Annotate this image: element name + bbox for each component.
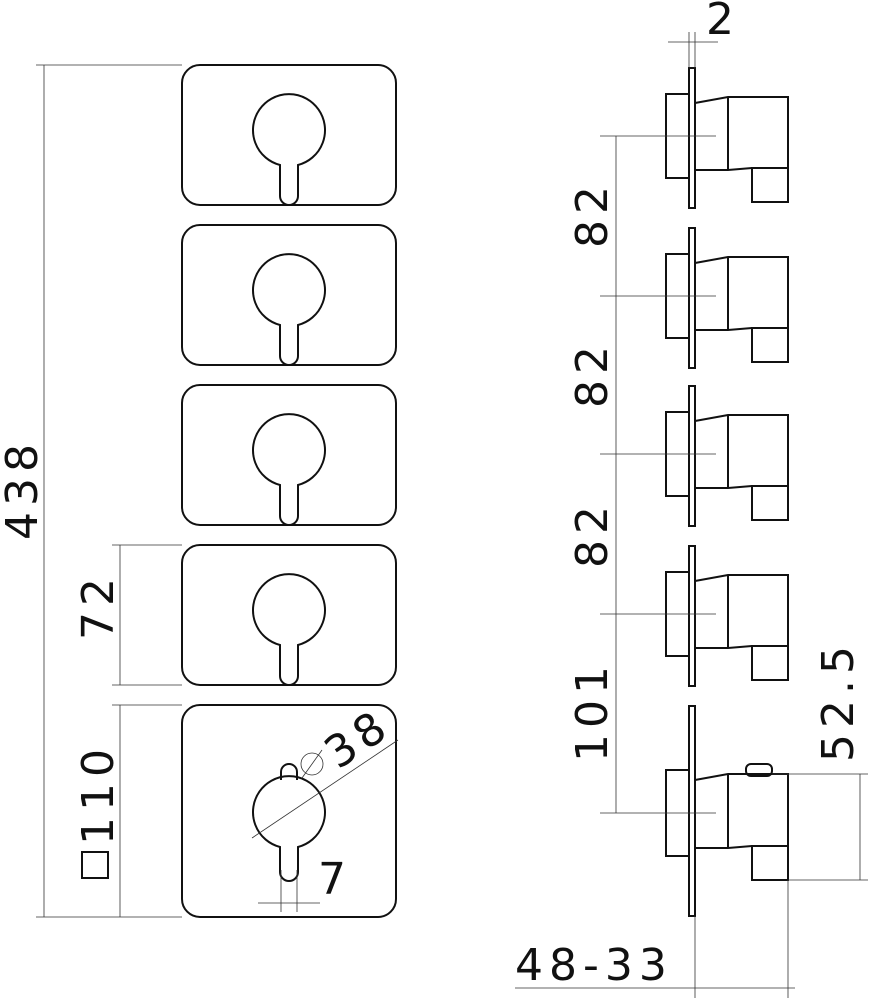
dim-square-plate: 110 (73, 743, 124, 845)
dim-depth-lines (515, 880, 795, 998)
dim-offset: 52.5 (813, 640, 864, 762)
dim-plate-thickness: 2 (706, 0, 740, 45)
dim-plate-height-lines (112, 544, 182, 686)
front-plate-2 (181, 224, 397, 366)
dim-overall-height-lines (36, 64, 182, 918)
dim-spacing-4: 101 (567, 660, 618, 762)
dim-square-plate-lines (112, 704, 182, 917)
side-valve-3 (600, 385, 789, 527)
dim-knob-diameter-lines (251, 739, 399, 839)
front-plate-1 (181, 64, 397, 206)
side-valve-4 (600, 545, 789, 687)
side-valve-1 (600, 67, 789, 209)
dim-offset-lines (772, 773, 868, 881)
dim-depth-range: 48-33 (515, 940, 673, 991)
dim-spacing-1: 82 (567, 180, 618, 248)
square-symbol (81, 851, 109, 879)
side-valve-2 (600, 227, 789, 369)
dim-plate-height: 72 (73, 572, 124, 640)
dim-knob-diameter: 38 (316, 699, 401, 779)
dim-spacing-2: 82 (567, 340, 618, 408)
front-plate-4 (181, 544, 397, 686)
side-valve-5 (600, 705, 789, 917)
dim-lever-width: 7 (318, 854, 352, 905)
dim-lever-width-lines (258, 870, 320, 912)
front-plate-3 (181, 384, 397, 526)
dim-spacing-3: 82 (567, 500, 618, 568)
dim-overall-height: 438 (0, 438, 48, 540)
dim-plate-thickness-lines (668, 32, 718, 68)
front-plate-5 (181, 704, 397, 918)
